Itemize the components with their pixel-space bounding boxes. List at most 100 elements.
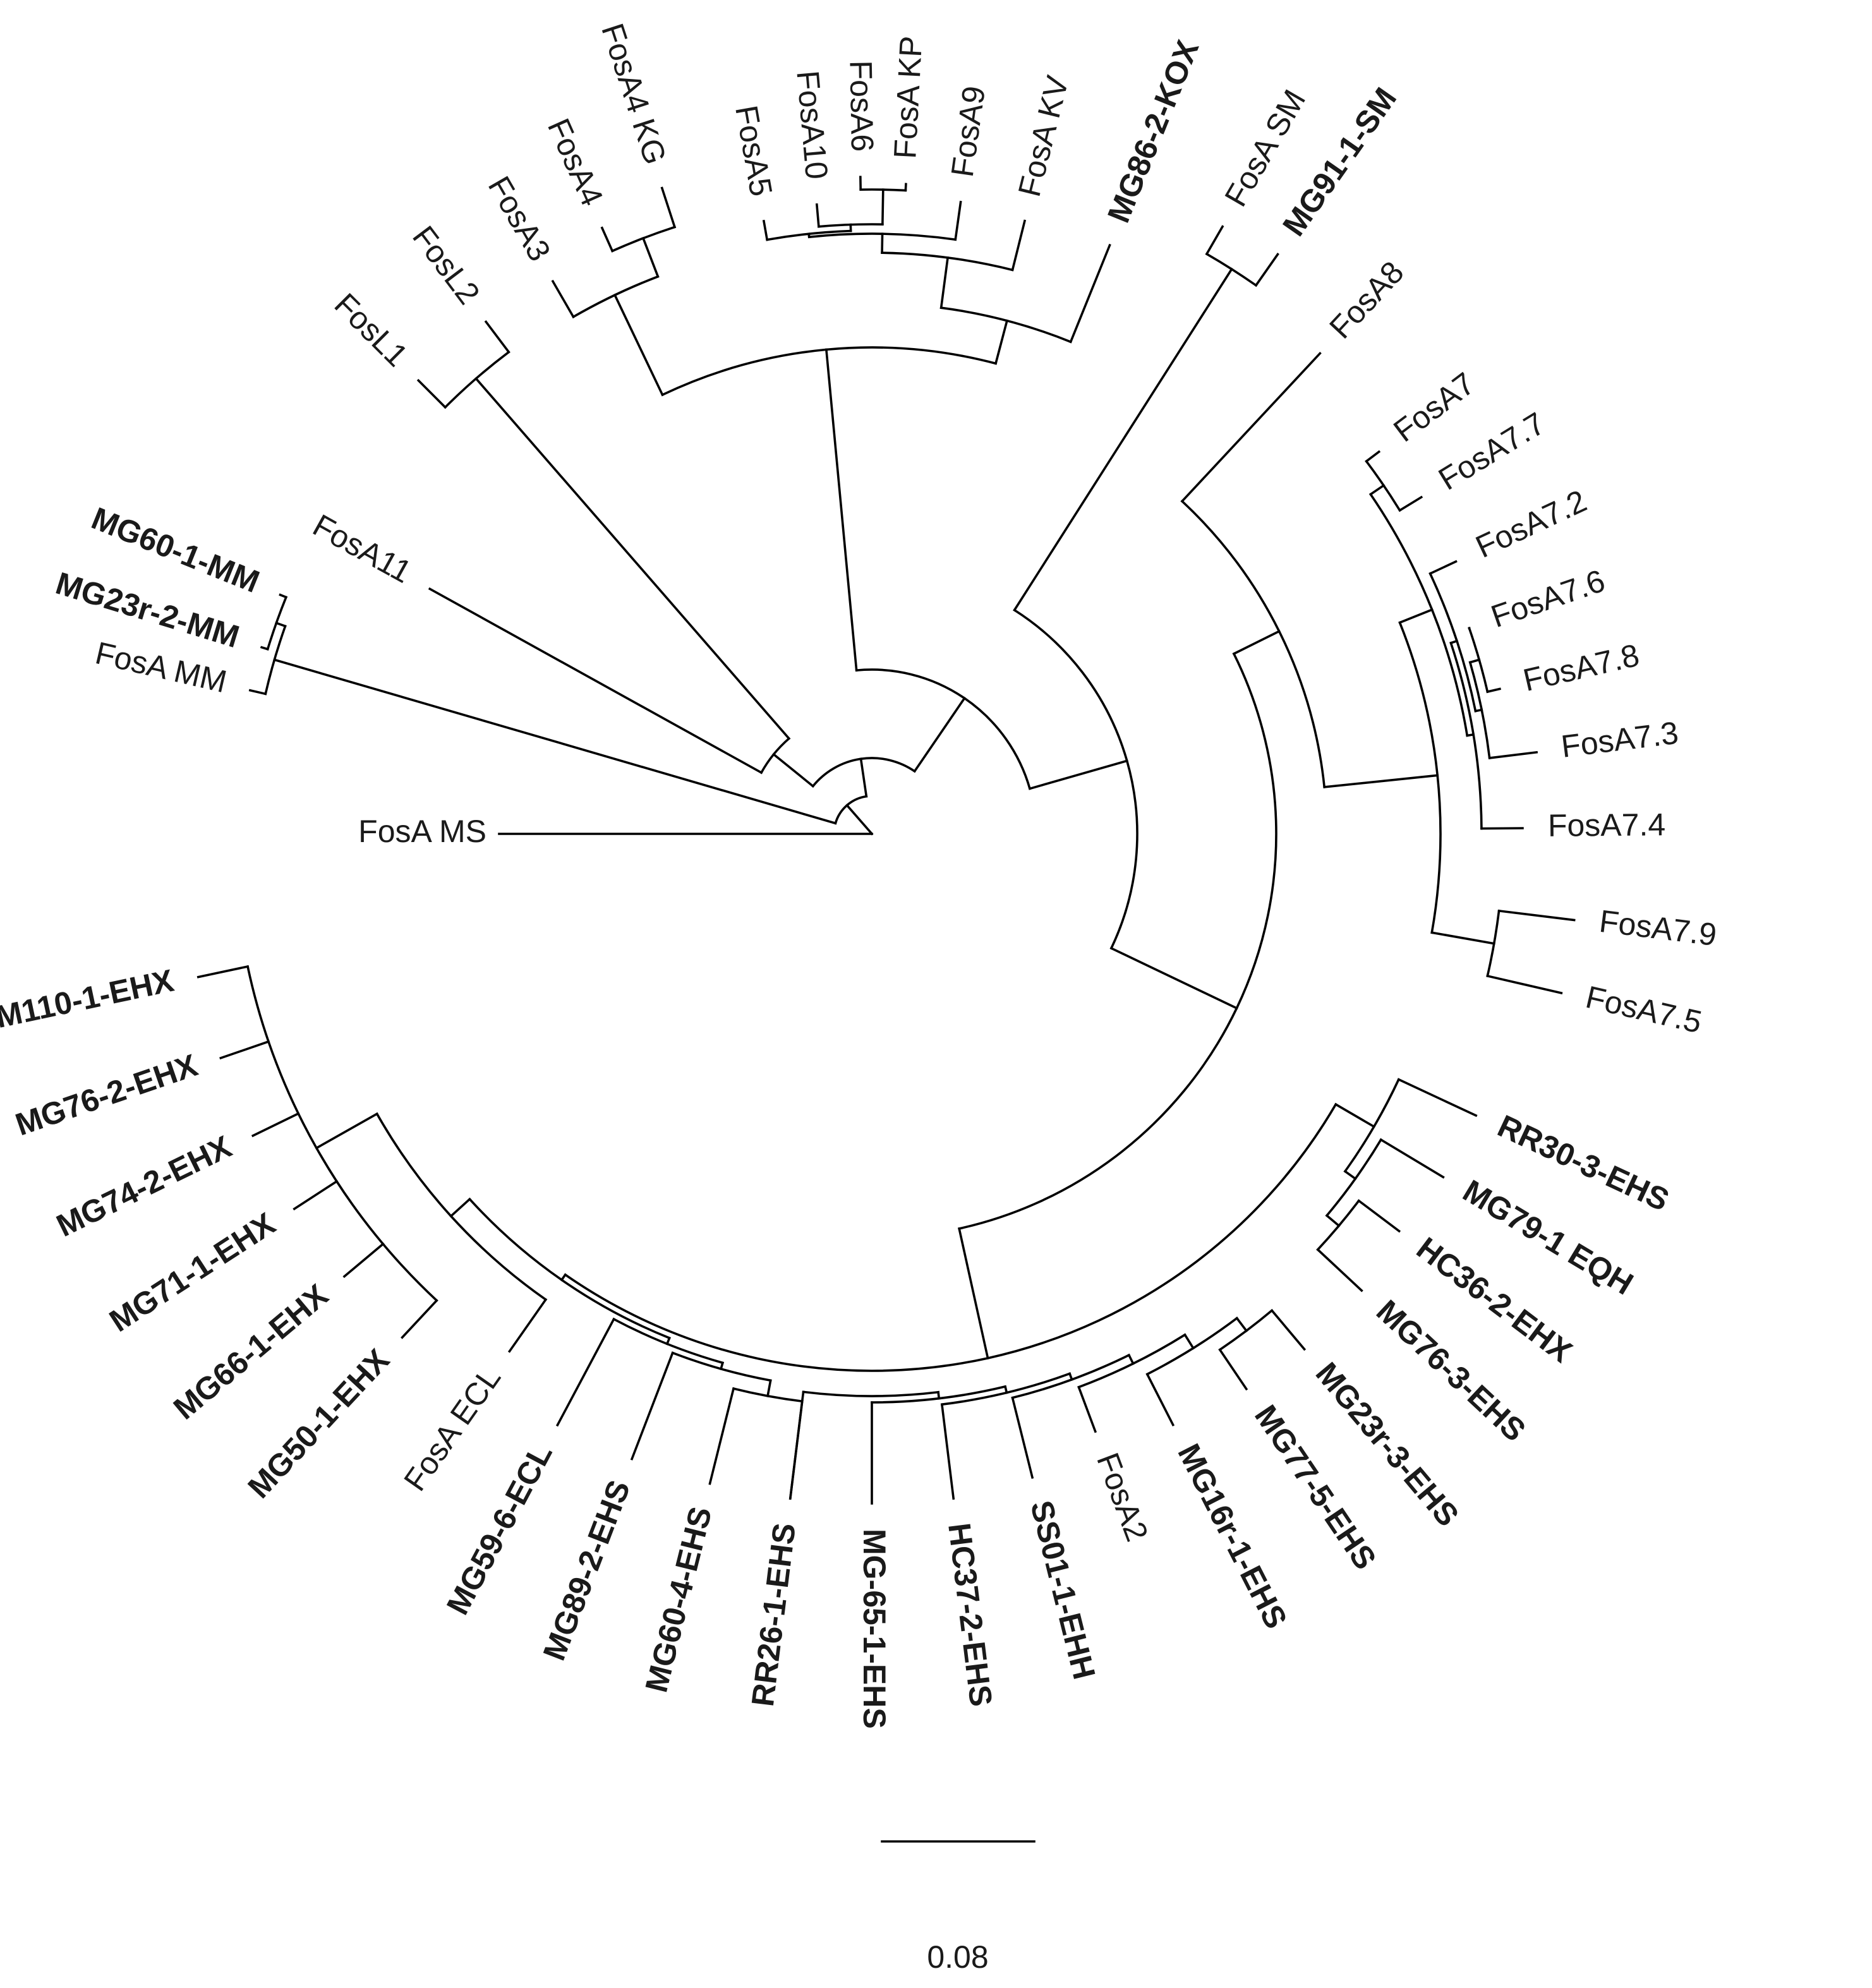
branch-n-root-a (845, 804, 874, 836)
leaf-label-fosa10: FosA10 (790, 69, 835, 181)
leaf-label-fosa-ecl: FosA ECL (397, 1361, 507, 1498)
leaf-label-mg89-2-ehs: MG89-2-EHS (536, 1476, 637, 1665)
branch-fosa4 (600, 226, 614, 253)
branch-fosa7-2 (1428, 560, 1458, 575)
branch-n-a78 (1468, 658, 1481, 664)
leaf-label-fosa7: FosA7 (1387, 366, 1481, 449)
branch-n-bottom (958, 1227, 989, 1360)
branch-fosa4-kg (660, 186, 677, 229)
leaf-label-mg74-2-ehx: MG74-2-EHX (51, 1129, 237, 1244)
leaf-label-fosa4-kg: FosA4 KG (595, 19, 673, 169)
scale-bar: 0.08 (881, 1840, 1036, 1975)
branch-mg50-1-ehx (401, 1299, 438, 1339)
branch-rr30-3-ehs (1397, 1078, 1478, 1117)
leaf-label-mg59-6-ecl: MG59-6-ECL (440, 1438, 559, 1620)
branch-fosa-kv (1011, 219, 1027, 272)
branch-mg23r-3-ehs (1270, 1309, 1307, 1351)
leaf-label-fosa4: FosA4 (541, 113, 610, 211)
branch-n-a74 (1466, 733, 1475, 737)
branch-mg89-2-ehs (630, 1351, 674, 1461)
leaf-label-fosa7-2: FosA7.2 (1470, 483, 1591, 565)
branch-n-ehs-group (560, 1273, 567, 1282)
branch-n-a7main (1398, 608, 1434, 624)
branch-n-mm (273, 658, 837, 825)
branch-rr26-1-ehs (788, 1400, 804, 1500)
branch-tm110-1-ehx (196, 965, 250, 979)
branch-n-a795 (1430, 931, 1495, 945)
branch-fosa8 (1180, 351, 1322, 503)
branch-fosa-mm (248, 689, 267, 696)
branch-fosa11 (428, 587, 763, 774)
node-arc-n-rr26 (802, 1390, 940, 1397)
branch-n-akv (939, 256, 950, 310)
leaf-label-fosa-kv: FosA KV (1011, 72, 1076, 200)
leaf-label-mg76-2-ehx: MG76-2-EHX (11, 1047, 202, 1143)
leaf-label-fosa7-4: FosA7.4 (1548, 807, 1666, 843)
branch-n-right (1028, 759, 1128, 790)
node-arc-n-right (1013, 608, 1138, 950)
branch-mg76-3-ehs (1316, 1248, 1363, 1292)
branch-mg23r-2-mm (260, 646, 269, 651)
branch-fosa7-5 (1486, 974, 1563, 995)
leaf-label-fosa7-5: FosA7.5 (1583, 979, 1705, 1040)
branch-n-a3top (824, 348, 858, 672)
branch-n-a34 (613, 293, 664, 397)
branch-n-hc36 (1325, 1214, 1341, 1227)
leaf-label-fosa8: FosA8 (1322, 255, 1411, 346)
branch-n-ecl (449, 1197, 471, 1218)
leaf-label-fosa-ms: FosA MS (358, 814, 486, 849)
leaf-label-mg60-4-ehs: MG60-4-EHS (638, 1503, 718, 1696)
branch-hc36-2-ehx (1357, 1199, 1401, 1233)
branch-fosa7-7 (1398, 495, 1423, 512)
branch-mg76-2-ehx (219, 1040, 270, 1060)
branch-mg86-2-kox (1069, 243, 1111, 344)
leaf-label-mg50-1-ehx: MG50-1-EHX (241, 1342, 396, 1505)
branch-mg77-5-ehs (1218, 1348, 1248, 1391)
branch-mg66-1-ehx (342, 1242, 385, 1279)
leaf-label-fosa9: FosA9 (945, 84, 993, 179)
branch-n-mg16 (1183, 1333, 1195, 1350)
branch-n-a77 (1368, 483, 1386, 497)
leaf-label-fosa3: FosA3 (481, 171, 558, 267)
branch-mg16r-1-ehs (1145, 1372, 1175, 1426)
leaf-label-mg86-2-kox: MG86-2-KOX (1101, 35, 1205, 227)
branch-n-kox (994, 319, 1009, 365)
branch-fosa9 (954, 200, 962, 241)
branch-n-hc37 (1003, 1385, 1008, 1394)
branch-n-mm-pair (275, 621, 287, 628)
leaf-label-hc37-2-ehs: HC37-2-EHS (941, 1521, 999, 1708)
branch-hc37-2-ehs (940, 1403, 955, 1500)
branch-n-rr30 (1334, 1102, 1376, 1128)
branch-n-left (859, 757, 868, 798)
branch-fosa5 (762, 219, 769, 241)
branch-n-mg60 (766, 1379, 772, 1397)
branch-mg71-1-ehx (293, 1179, 339, 1211)
branch-mg91-1-sm (1254, 253, 1279, 287)
branch-n-a4 (641, 236, 660, 279)
scale-bar-label: 0.08 (927, 1939, 988, 1975)
branch-fosa-ecl (507, 1298, 548, 1353)
leaf-label-fosa-kp: FosA KP (887, 35, 929, 160)
branch-n-fosa8 (1232, 629, 1281, 656)
branch-mg59-6-ecl (555, 1317, 615, 1427)
leaf-label-fosa2: FosA2 (1090, 1448, 1155, 1546)
branch-n-upper (913, 696, 967, 773)
branch-n-mg65 (937, 1390, 941, 1400)
branch-fosa3 (551, 279, 575, 319)
branch-n-a726 (1449, 639, 1459, 645)
branch-fosa7-9 (1497, 909, 1576, 922)
branch-n-a9 (881, 232, 884, 254)
leaf-label-fosl1: FosL1 (328, 286, 415, 373)
branch-n-mg79 (1343, 1169, 1357, 1181)
branch-ss01-1-ehh (1011, 1396, 1034, 1479)
branch-n-ehx6 (315, 1112, 379, 1150)
leaf-label-fosa5: FosA5 (728, 103, 779, 199)
branch-mg79-1-eqh (1379, 1138, 1445, 1179)
branch-fosa7-4 (1480, 827, 1524, 830)
branch-n-fosl11 (772, 752, 815, 788)
branch-n-a723 (1474, 708, 1483, 713)
branch-fosa10 (815, 203, 820, 228)
branch-mg60-4-ehs (708, 1387, 735, 1485)
leaf-label-mg-65-1-ehs: MG-65-1-EHS (857, 1529, 892, 1729)
